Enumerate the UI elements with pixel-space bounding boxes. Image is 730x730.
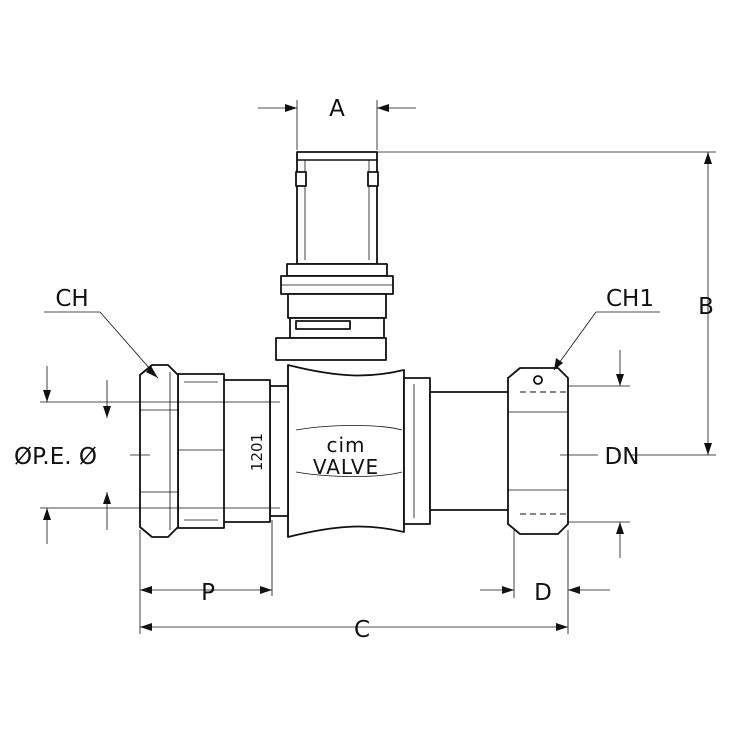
label-d: D (534, 580, 552, 606)
right-coupling (403, 367, 569, 535)
type-marking: VALVE (313, 455, 379, 479)
dimension-labels: A B C D P CH CH1 DN ØP.E. Ø (14, 96, 714, 643)
label-ch1: CH1 (606, 286, 654, 312)
label-dn: DN (605, 444, 640, 470)
brand-marking: cim (326, 433, 365, 457)
model-marking: 1201 (248, 433, 266, 471)
label-ch: CH (55, 286, 88, 312)
label-c: C (354, 617, 370, 643)
body-markings: cim VALVE 1201 (248, 433, 379, 479)
operating-head (275, 151, 394, 361)
label-a: A (329, 96, 345, 122)
left-coupling (139, 364, 289, 538)
label-b: B (698, 294, 714, 320)
label-p: P (201, 580, 215, 606)
dimension-lines (40, 100, 716, 634)
label-pe: ØP.E. Ø (14, 444, 97, 470)
